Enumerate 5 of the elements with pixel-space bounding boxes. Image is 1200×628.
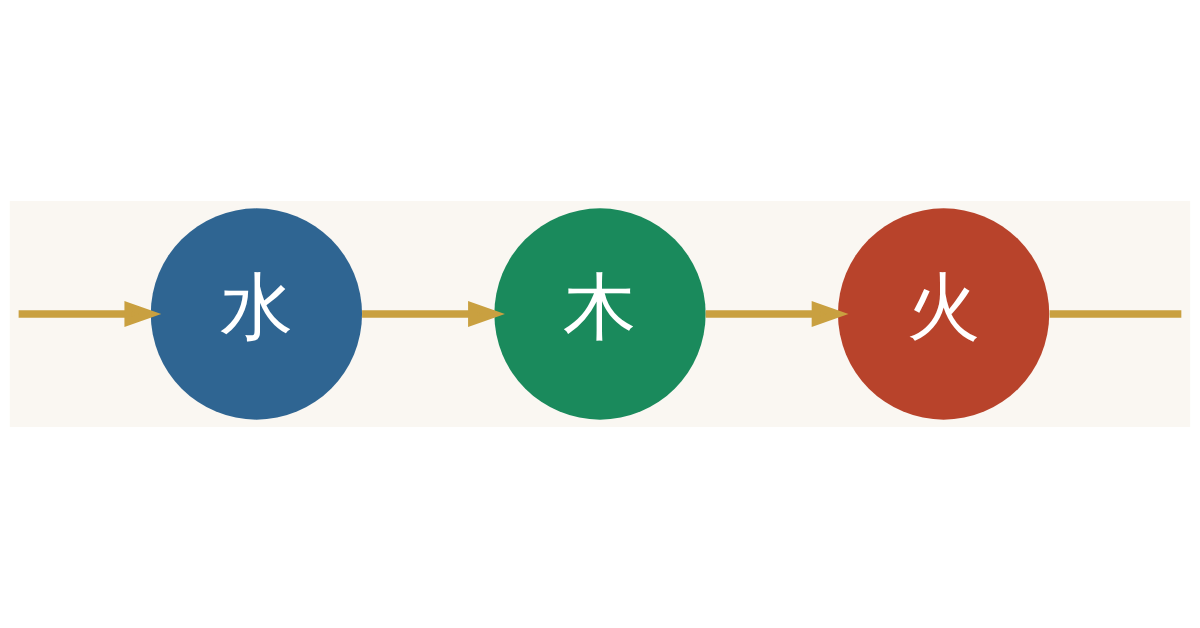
node-circle: 水 [150, 208, 363, 420]
node-circle: 火 [837, 208, 1050, 420]
node-circle: 木 [494, 208, 706, 420]
arrow [362, 301, 505, 327]
arrow [705, 301, 849, 327]
